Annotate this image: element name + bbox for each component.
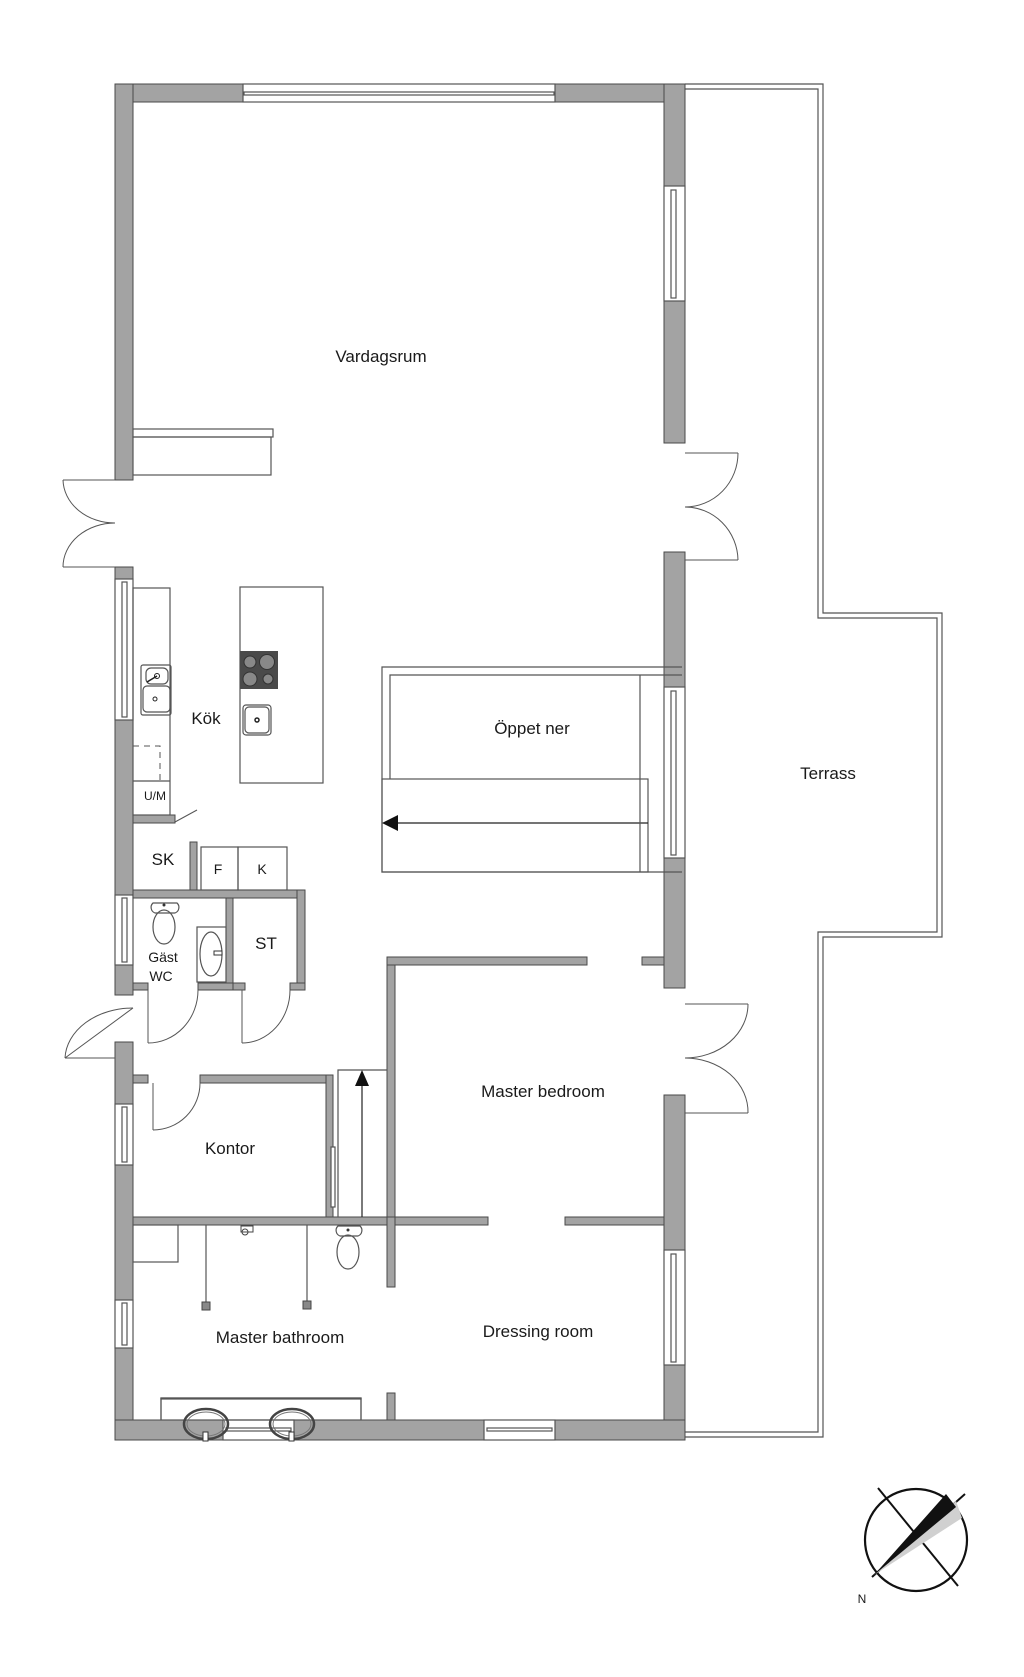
stair-corridor bbox=[330, 1069, 387, 1217]
terrace-double-door-living[interactable] bbox=[684, 452, 739, 561]
stair-opening bbox=[381, 666, 682, 873]
doors bbox=[62, 452, 749, 1131]
room-label-gast-wc-1: Gäst bbox=[148, 949, 178, 965]
north-label: N bbox=[858, 1592, 867, 1606]
interior-walls bbox=[132, 814, 665, 1421]
guest-wc-door[interactable] bbox=[147, 989, 199, 1044]
toilet-icon bbox=[150, 902, 180, 945]
terrace-double-door-bedroom[interactable] bbox=[684, 1003, 749, 1114]
room-label-kontor: Kontor bbox=[205, 1139, 255, 1158]
utility-door[interactable] bbox=[174, 809, 198, 823]
room-label-sk: SK bbox=[152, 850, 175, 869]
stove-icon bbox=[240, 651, 278, 689]
room-label-um: U/M bbox=[144, 789, 166, 803]
office-door[interactable] bbox=[152, 1082, 201, 1131]
room-labels: Vardagsrum Kök Öppet ner Terrass U/M SK … bbox=[144, 347, 856, 1347]
kitchen-sink-icon bbox=[140, 664, 172, 716]
room-label-kok: Kök bbox=[191, 709, 221, 728]
room-label-f: F bbox=[214, 861, 223, 877]
stair-arrow-up-icon bbox=[355, 1070, 369, 1086]
shower-fixture-icon bbox=[240, 1225, 254, 1236]
room-label-st: ST bbox=[255, 934, 277, 953]
room-label-dressing-room: Dressing room bbox=[483, 1322, 594, 1341]
toilet-icon bbox=[335, 1225, 363, 1270]
entrance-double-door[interactable] bbox=[62, 479, 116, 568]
room-label-k: K bbox=[257, 861, 267, 877]
room-label-oppet-ner: Öppet ner bbox=[494, 719, 570, 738]
front-door[interactable] bbox=[64, 1007, 134, 1059]
kitchen-fixtures bbox=[132, 428, 324, 891]
guest-wc-fixtures bbox=[150, 902, 227, 983]
island-sink-icon bbox=[242, 704, 272, 736]
exterior-walls bbox=[114, 83, 686, 1441]
stair-arrow-left-icon bbox=[382, 815, 398, 831]
terrace-outline bbox=[685, 83, 943, 1438]
double-sink-icon bbox=[182, 1407, 316, 1442]
room-label-vardagsrum: Vardagsrum bbox=[335, 347, 426, 366]
master-bathroom-fixtures bbox=[132, 1224, 363, 1442]
room-label-master-bathroom: Master bathroom bbox=[216, 1328, 345, 1347]
windows bbox=[114, 83, 686, 1441]
room-label-master-bedroom: Master bedroom bbox=[481, 1082, 605, 1101]
compass-rose-icon: N bbox=[858, 1487, 969, 1606]
room-label-terrass: Terrass bbox=[800, 764, 856, 783]
room-label-gast-wc-2: WC bbox=[149, 968, 172, 984]
washbasin-icon bbox=[196, 926, 227, 983]
storage-door[interactable] bbox=[241, 989, 291, 1044]
